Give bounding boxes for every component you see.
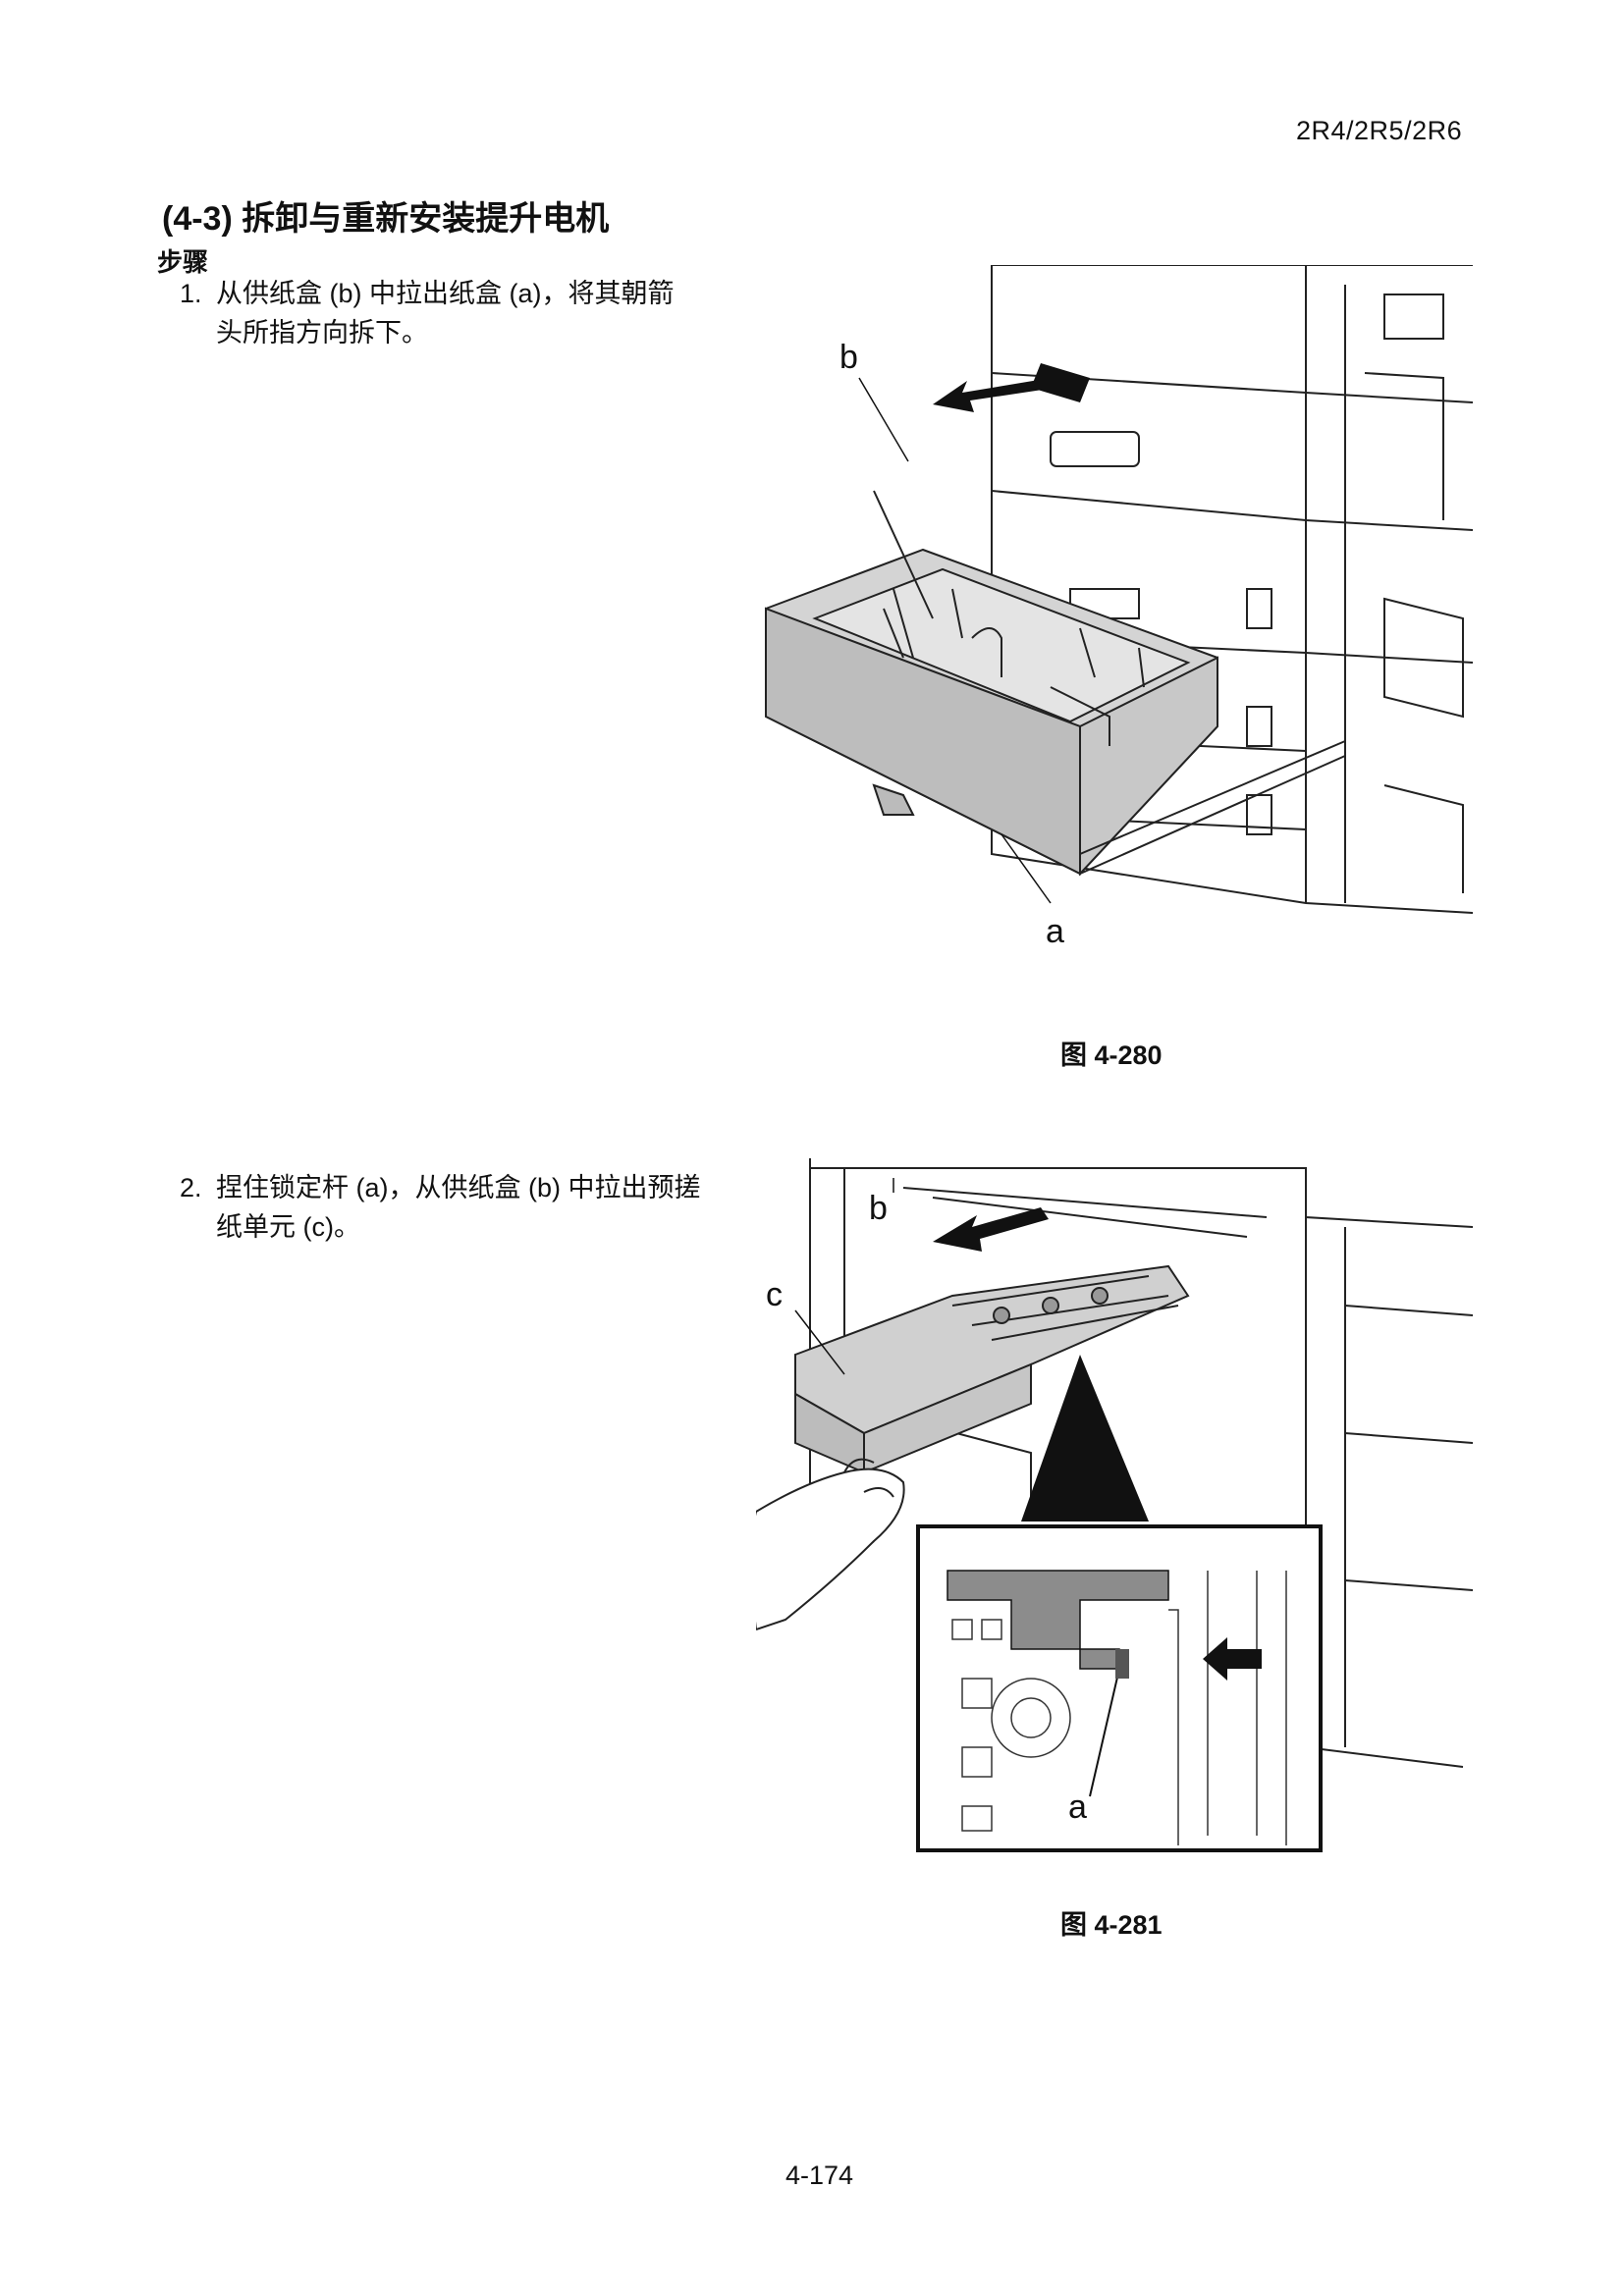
steps-heading: 步骤: [157, 247, 209, 277]
figure-label-b: b: [869, 1190, 888, 1227]
figure-caption: 图 4-281: [1060, 1910, 1163, 1940]
figure-label-c: c: [766, 1276, 783, 1313]
step-text-line: 纸单元 (c)。: [216, 1212, 360, 1242]
figure-label-a: a: [1068, 1789, 1087, 1826]
page-number: 4-174: [785, 2161, 854, 2190]
figure-caption: 图 4-280: [1060, 1041, 1163, 1070]
step-number: 2.: [180, 1173, 202, 1202]
figure-label-b: b: [839, 339, 858, 376]
figure-label-a: a: [1046, 913, 1064, 950]
step-text: 从供纸盒 (b) 中拉出纸盒 (a)，将其朝箭 头所指方向拆下。: [216, 274, 675, 352]
step-text-line: 捏住锁定杆 (a)，从供纸盒 (b) 中拉出预搓: [216, 1173, 701, 1202]
figure-4-281-illustration: b c a: [756, 1158, 1473, 1852]
figure-4-280-illustration: b a: [764, 265, 1473, 950]
step-text-line: 头所指方向拆下。: [216, 318, 428, 347]
step-text-line: 从供纸盒 (b) 中拉出纸盒 (a)，将其朝箭: [216, 279, 675, 308]
model-code: 2R4/2R5/2R6: [1296, 116, 1463, 145]
section-title: (4-3) 拆卸与重新安装提升电机: [162, 200, 610, 238]
step-text: 捏住锁定杆 (a)，从供纸盒 (b) 中拉出预搓 纸单元 (c)。: [216, 1168, 701, 1247]
step-number: 1.: [180, 279, 202, 308]
